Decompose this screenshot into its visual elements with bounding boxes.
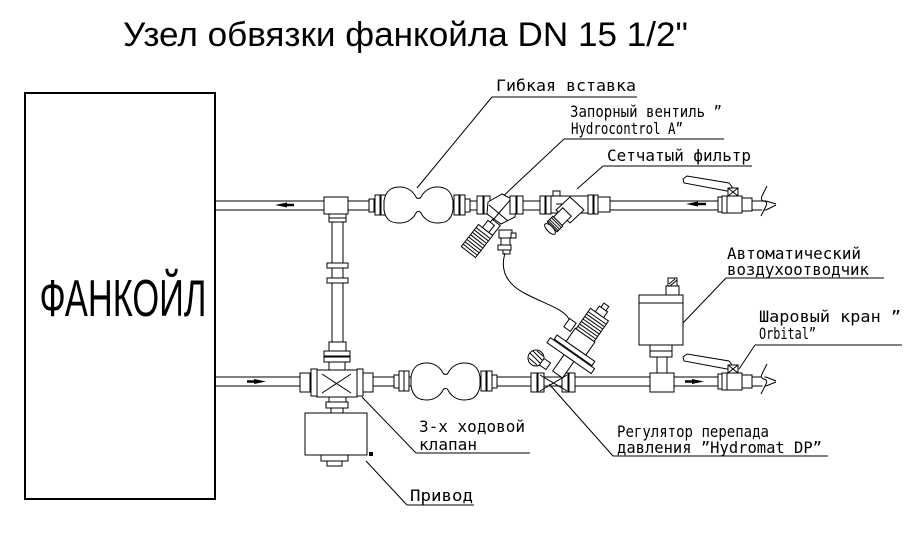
adjuster-knob [527,349,552,371]
label-shutoff-valve-line1: Запорный вентиль ” [570,102,722,121]
leader-strainer [576,165,752,190]
label-air-vent-line1: Автоматический [727,244,861,263]
shutoff-valve-hydrocontrol [460,193,524,259]
flow-arrow-return-right [685,379,704,384]
air-vent [638,277,684,393]
label-dp-regulator-line1: Регулятор перепада [617,422,769,441]
flow-arrow-return-left [247,379,266,384]
leader-ball-valve [738,344,902,370]
diagram-title: Узел обвязки фанкойла DN 15 1/2" [123,16,688,54]
leader-air-vent [682,277,884,324]
flow-arrow-supply-left [275,202,294,208]
label-dp-regulator-line2: давления ”Hydromat DP” [617,438,822,457]
tee-fitting-supply [323,196,349,215]
union-branch-bottom [323,341,351,371]
pipe-break-supply [760,185,777,217]
ball-valve-supply [682,175,753,214]
leader-actuator [365,460,474,506]
label-ball-valve-line1: Шаровый кран ” [759,307,901,326]
ball-valve-return [682,353,753,391]
leader-flexible-insert [416,96,637,189]
strainer [539,190,611,235]
flexible-insert-supply [368,186,471,224]
label-actuator: Привод [410,486,473,505]
label-flexible-insert: Гибкая вставка [496,76,636,95]
flow-arrow-supply-right [686,201,706,207]
pipe-break-return [760,363,777,395]
label-air-vent-line2: воздухоотводчик [727,260,869,279]
label-three-way-valve-line2: клапан [419,435,477,454]
label-ball-valve-line2: Orbital” [759,324,816,343]
label-shutoff-valve-line2: Hydrocontrol A” [571,119,683,138]
union-branch-mid [326,262,349,284]
fancoil-label: ФАНКОЙЛ [40,269,207,328]
fancoil-unit: ФАНКОЙЛ [24,92,216,500]
three-way-valve [299,368,374,414]
valve-actuator [304,412,373,467]
flexible-insert-return [393,362,498,401]
leader-shutoff-valve [497,138,724,202]
leader-dp-regulator [548,383,828,457]
measuring-port [497,229,517,255]
dp-regulator-hydromat [527,302,610,393]
union-branch-top [328,213,347,223]
label-three-way-valve-line1: 3-х ходовой [419,417,525,436]
capillary-tube [502,252,577,333]
label-strainer: Сетчатый фильтр [607,146,751,165]
valve-handwheel [460,219,496,259]
leader-three-way-valve [361,396,530,454]
